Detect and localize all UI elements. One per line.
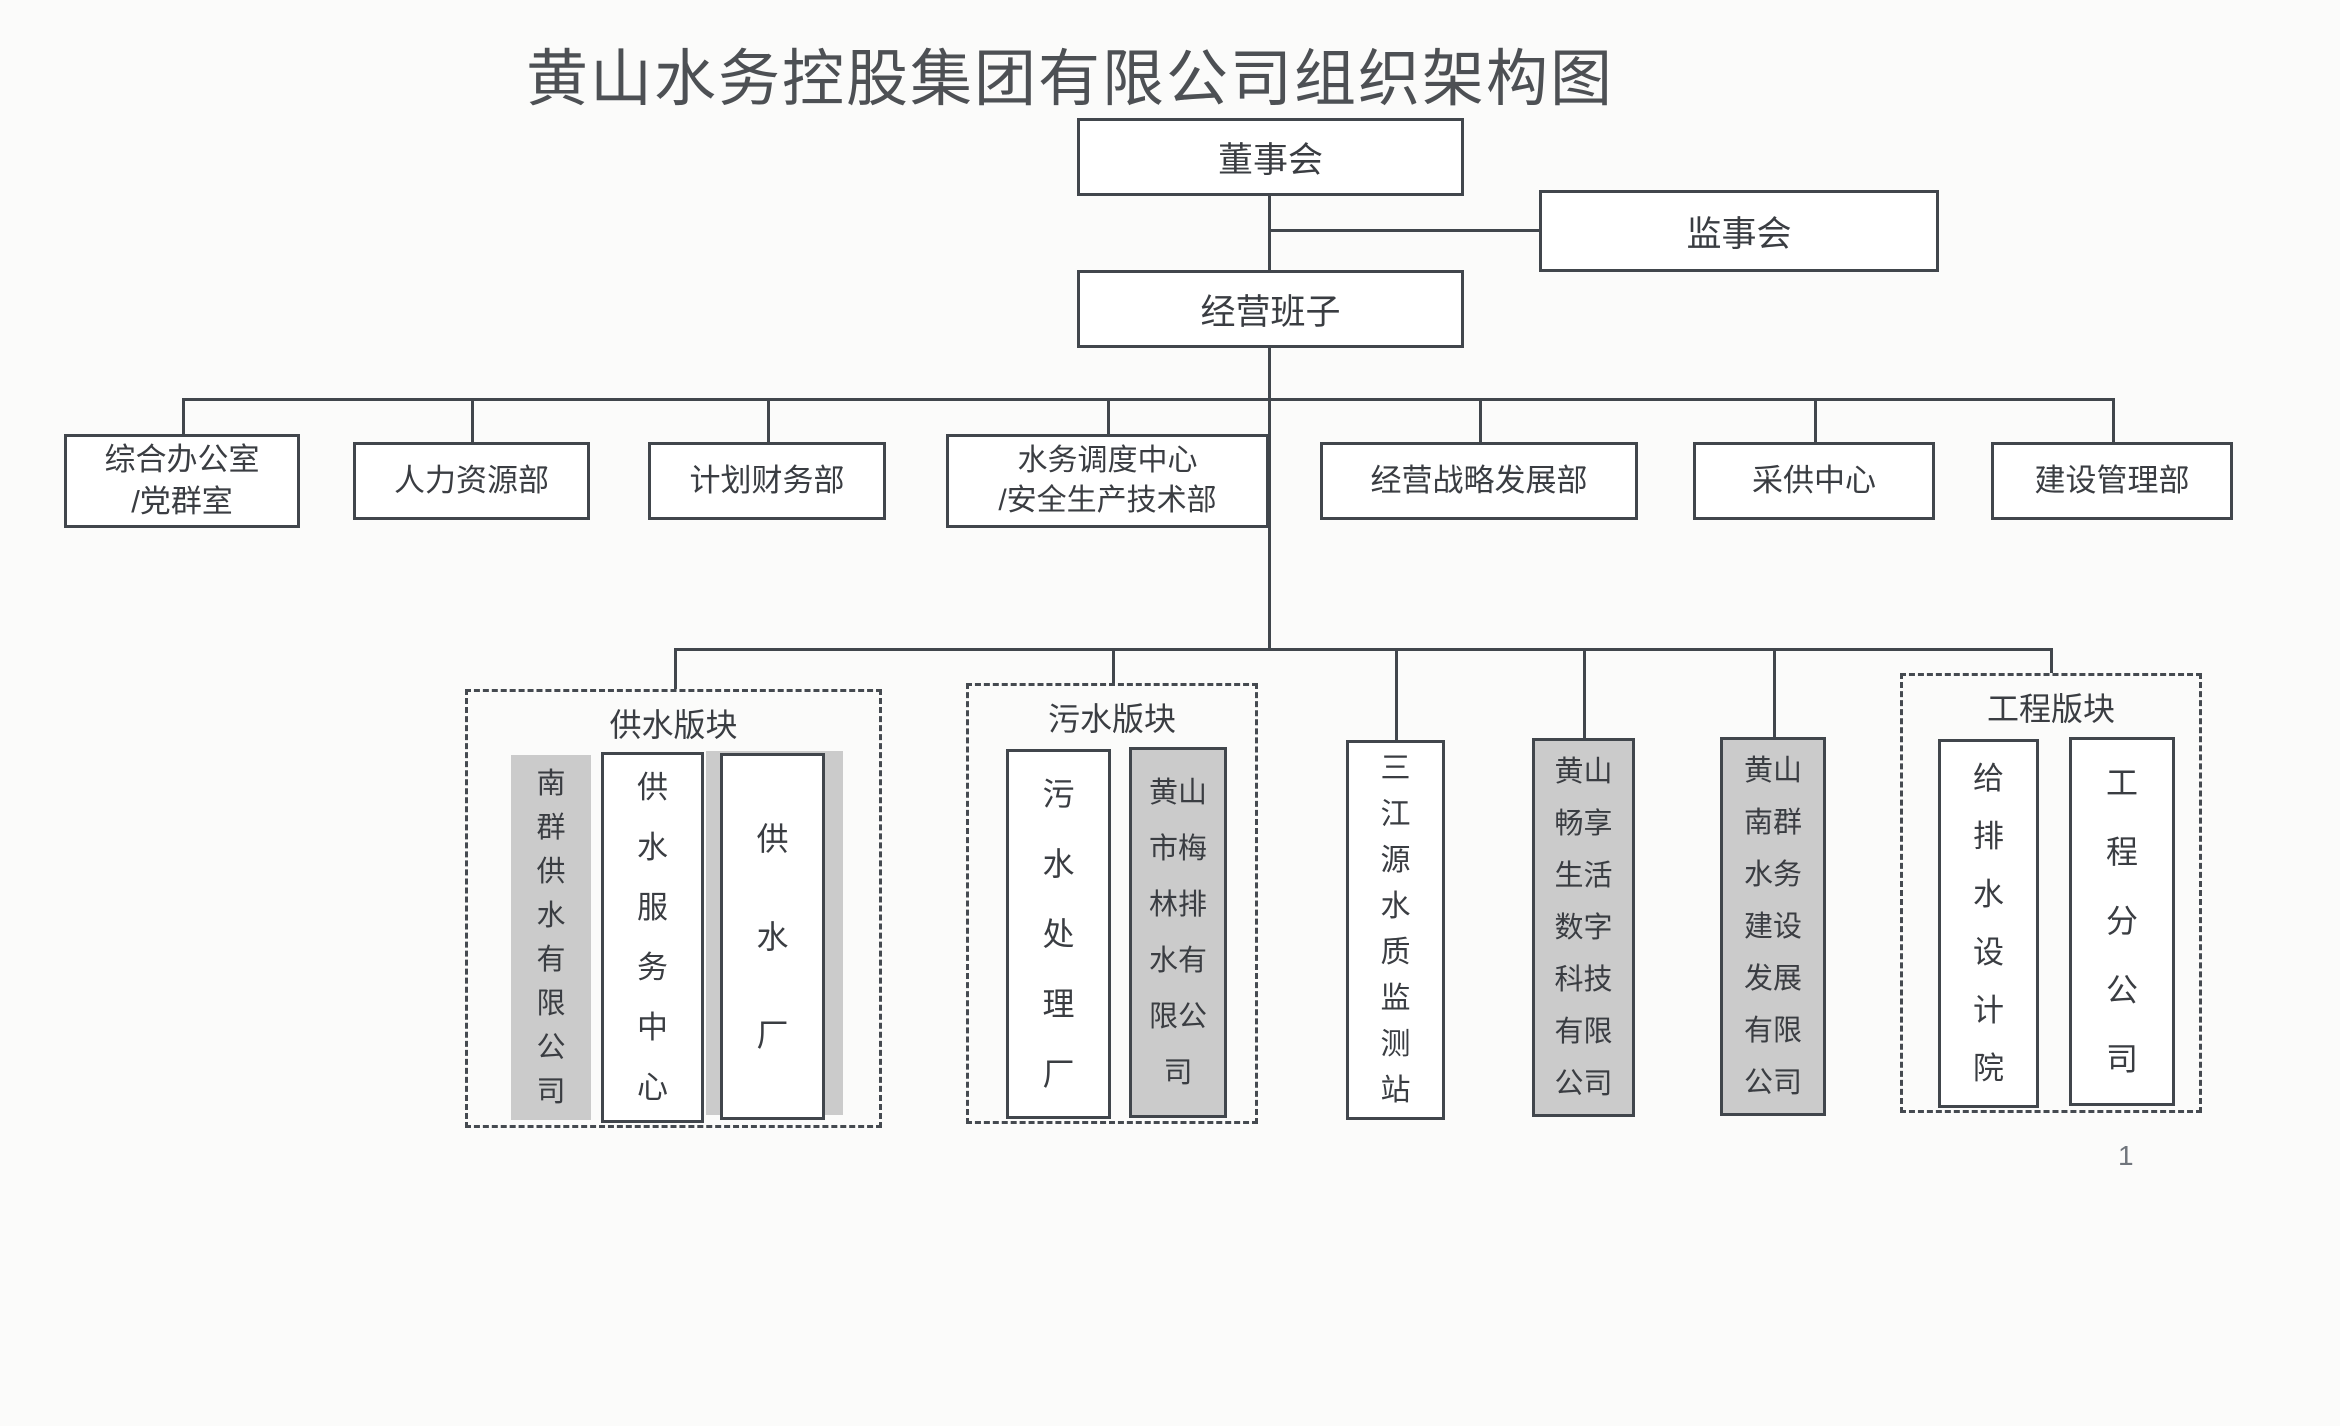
connector-management-down — [1268, 348, 1271, 651]
page-number: 1 — [2118, 1140, 2134, 1171]
connector-drop — [1107, 398, 1110, 434]
connector-drop — [1773, 648, 1776, 737]
dept-planning-finance-box: 计划财务部 — [648, 442, 886, 520]
connector-board-to-management — [1268, 196, 1271, 270]
unit-engineering-branch: 工程分公司 — [2069, 737, 2175, 1106]
connector-drop — [1112, 648, 1115, 683]
board-of-directors-box: 董事会 — [1077, 118, 1464, 196]
engineering-block: 工程版块 给排水设计院 工程分公司 — [1900, 673, 2202, 1113]
unit-nanqun-construction-development: 黄山南群水务建设发展有限公司 — [1720, 737, 1826, 1116]
unit-drainage-design-institute: 给排水设计院 — [1938, 739, 2039, 1108]
connector-drop — [1479, 398, 1482, 442]
dept-strategy-development-box: 经营战略发展部 — [1320, 442, 1638, 520]
unit-meilin-drainage-company: 黄山市梅林排水有限公司 — [1129, 747, 1227, 1118]
connector-drop — [2050, 648, 2053, 673]
connector-drop — [1814, 398, 1817, 442]
unit-water-plant: 供水厂 — [720, 753, 825, 1120]
connector-drop — [1395, 648, 1398, 740]
connector-department-branch — [182, 398, 2115, 401]
sewage-block: 污水版块 污水处理厂 黄山市梅林排水有限公司 — [966, 683, 1258, 1124]
connector-to-supervisory — [1268, 229, 1539, 232]
unit-sanjiangyuan-monitoring-station: 三江源水质监测站 — [1346, 740, 1445, 1120]
supervisory-board-box: 监事会 — [1539, 190, 1939, 272]
sewage-block-label: 污水版块 — [1047, 701, 1176, 737]
connector-drop — [767, 398, 770, 442]
connector-drop — [2112, 398, 2115, 442]
water-supply-block: 供水版块 南群供水有限公司 供水服务中心 供水厂 — [465, 689, 882, 1128]
water-supply-block-label: 供水版块 — [609, 707, 738, 743]
engineering-block-label: 工程版块 — [1986, 691, 2115, 727]
connector-drop — [471, 398, 474, 442]
unit-changxiang-digital-technology: 黄山畅享生活数字科技有限公司 — [1532, 738, 1635, 1117]
unit-nanqun-water-company: 南群供水有限公司 — [511, 755, 591, 1120]
management-team-box: 经营班子 — [1077, 270, 1464, 348]
dept-dispatch-safety-box: 水务调度中心 /安全生产技术部 — [946, 434, 1269, 528]
page-title: 黄山水务控股集团有限公司组织架构图 — [525, 45, 1614, 114]
dept-procurement-center-box: 采供中心 — [1693, 442, 1935, 520]
unit-water-service-center: 供水服务中心 — [601, 752, 704, 1123]
connector-subsidiary-branch — [674, 648, 2053, 651]
connector-drop — [674, 648, 677, 689]
dept-construction-management-box: 建设管理部 — [1991, 442, 2233, 520]
connector-drop — [182, 398, 185, 434]
unit-sewage-treatment-plant: 污水处理厂 — [1006, 749, 1111, 1119]
dept-general-office-box: 综合办公室 /党群室 — [64, 434, 300, 528]
connector-drop — [1583, 648, 1586, 738]
dept-human-resources-box: 人力资源部 — [353, 442, 590, 520]
